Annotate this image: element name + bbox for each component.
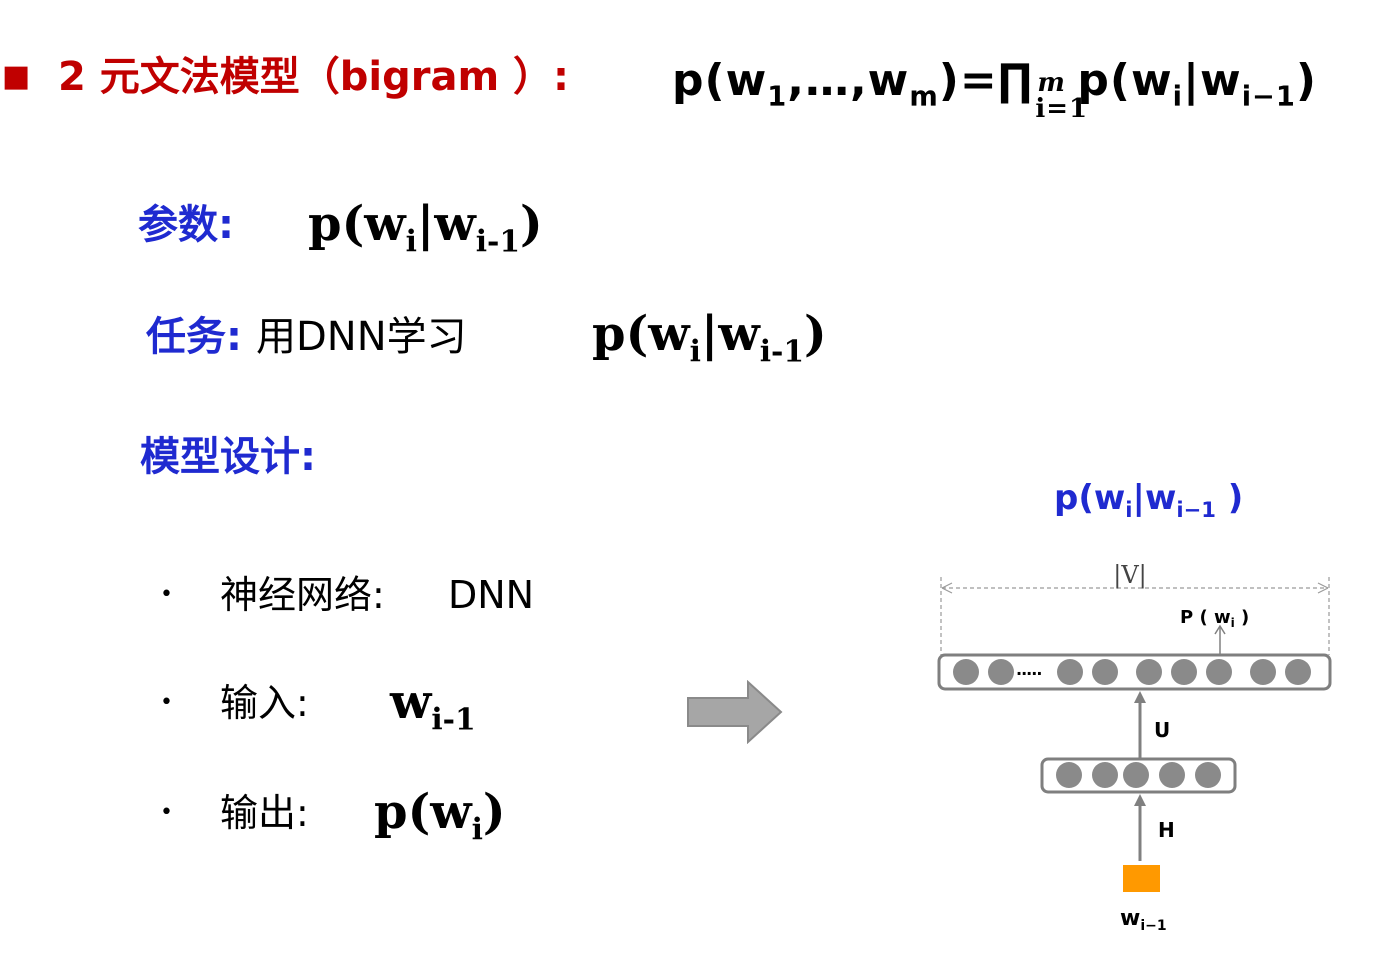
task-colon: :: [226, 314, 242, 360]
title-formula-rhs-p: p(w: [1077, 55, 1173, 106]
hidden-node: [1056, 762, 1082, 788]
right-arrow-shape: [687, 680, 783, 744]
u-label: U: [1154, 718, 1170, 742]
task-formula-bar: |w: [700, 306, 760, 362]
vocab-label: |V|: [1113, 561, 1147, 590]
title-formula-sub-i: i: [1172, 81, 1183, 113]
hidden-node: [1123, 762, 1149, 788]
task-label: 任务: [146, 314, 226, 360]
output-node: [1206, 659, 1232, 685]
title-formula-sub-1: 1: [767, 81, 788, 113]
task-formula: p(wi|wi-1): [592, 306, 827, 367]
bullet-marker: •: [160, 582, 173, 607]
params-formula-sub-i: i: [405, 224, 417, 260]
bullet-input-value: wi-1: [390, 674, 476, 735]
u-arrow-head: [1134, 691, 1146, 703]
bullet-input: • 输入: wi-1: [160, 674, 476, 735]
title-formula-sub-m: m: [909, 81, 939, 113]
output-node: [1057, 659, 1083, 685]
params-formula-bar: |w: [416, 196, 476, 252]
design-label: 模型设计:: [140, 434, 316, 480]
params-label: 参数:: [138, 202, 234, 248]
vocab-dimension-right-arrowhead: [1317, 582, 1329, 594]
bullet-marker: •: [160, 690, 173, 715]
right-arrow-icon: [687, 680, 783, 744]
title-formula-sub-prev: i−1: [1241, 81, 1296, 113]
task-formula-sub-prev: i-1: [759, 334, 805, 370]
output-node: [1136, 659, 1162, 685]
h-arrow-head: [1134, 794, 1146, 806]
hidden-node: [1092, 762, 1118, 788]
dnn-diagram: |V| P ( wi ) ····· U H wi−1: [937, 561, 1332, 934]
input-label-sub: i−1: [1140, 918, 1166, 934]
task-formula-open: p(w: [592, 306, 690, 362]
pw-label-open: P ( w: [1180, 607, 1231, 628]
pw-label: P ( wi ): [1180, 607, 1249, 630]
bullet-network: • 神经网络: DNN: [160, 570, 534, 620]
bullet-output-value-close: ): [482, 784, 506, 840]
diagram-top-label-sub-prev: i−1: [1176, 497, 1216, 522]
diagram-top-label: p(wi|wi−1 ): [1054, 476, 1243, 520]
pw-label-sub: i: [1231, 616, 1235, 630]
title-formula-eq: )=∏: [938, 55, 1034, 106]
input-label: wi−1: [1120, 906, 1167, 934]
bullet-network-label: 神经网络:: [220, 573, 385, 617]
output-ellipsis: ·····: [1016, 664, 1041, 683]
hidden-node: [1195, 762, 1221, 788]
title-formula-prod-sub: i=1: [1035, 94, 1089, 124]
bullet-marker: •: [160, 800, 173, 825]
title-formula-rhs-bar: |w: [1182, 55, 1242, 106]
output-node: [988, 659, 1014, 685]
diagram-top-label-bar: |w: [1132, 478, 1177, 518]
params-formula-close: ): [520, 196, 543, 252]
title-formula-rhs-close: ): [1295, 55, 1317, 106]
diagram-top-label-sub-i: i: [1125, 497, 1133, 522]
title-formula-lhs-open: p(w: [672, 55, 768, 106]
title-formula-prod-sup: m: [1037, 68, 1066, 98]
diagram-top-label-close: ): [1215, 478, 1244, 518]
pw-label-close: ): [1235, 607, 1250, 628]
params-formula-open: p(w: [308, 196, 406, 252]
output-node: [1092, 659, 1118, 685]
page-title: 2 元文法模型（bigram ）:: [58, 54, 570, 100]
hidden-node: [1159, 762, 1185, 788]
task-text: 用DNN学习: [256, 314, 467, 360]
output-layer-nodes: [953, 659, 1311, 685]
task-line: 任务: 用DNN学习: [146, 312, 467, 362]
pw-pointer-arrowhead: [1214, 624, 1226, 635]
bullet-output-label: 输出:: [220, 791, 309, 835]
bullet-output-value-sub: i: [471, 812, 483, 848]
bullet-output-value-open: p(w: [374, 784, 472, 840]
params-formula: p(wi|wi-1): [308, 196, 543, 257]
output-node: [1285, 659, 1311, 685]
hidden-layer-nodes: [1056, 762, 1221, 788]
input-label-main: w: [1120, 906, 1140, 931]
vocab-dimension-left-arrowhead: [941, 582, 953, 594]
bullet-input-label: 输入:: [220, 681, 309, 725]
output-node: [1250, 659, 1276, 685]
task-formula-sub-i: i: [689, 334, 701, 370]
diagram-top-label-open: p(w: [1054, 478, 1126, 518]
bullet-input-value-main: w: [390, 674, 432, 730]
bullet-output-value: p(wi): [374, 784, 506, 845]
output-node: [953, 659, 979, 685]
bullet-output: • 输出: p(wi): [160, 784, 506, 845]
title-bullet: ■: [2, 59, 31, 94]
output-node: [1171, 659, 1197, 685]
input-box: [1123, 865, 1160, 892]
h-label: H: [1158, 818, 1175, 842]
bullet-network-value: DNN: [448, 573, 535, 617]
title-formula-lhs-mid: ,…,w: [787, 55, 910, 106]
output-layer: [937, 653, 1332, 691]
task-formula-close: ): [804, 306, 827, 362]
bullet-input-value-sub: i-1: [431, 702, 476, 738]
params-formula-sub-prev: i-1: [475, 224, 521, 260]
